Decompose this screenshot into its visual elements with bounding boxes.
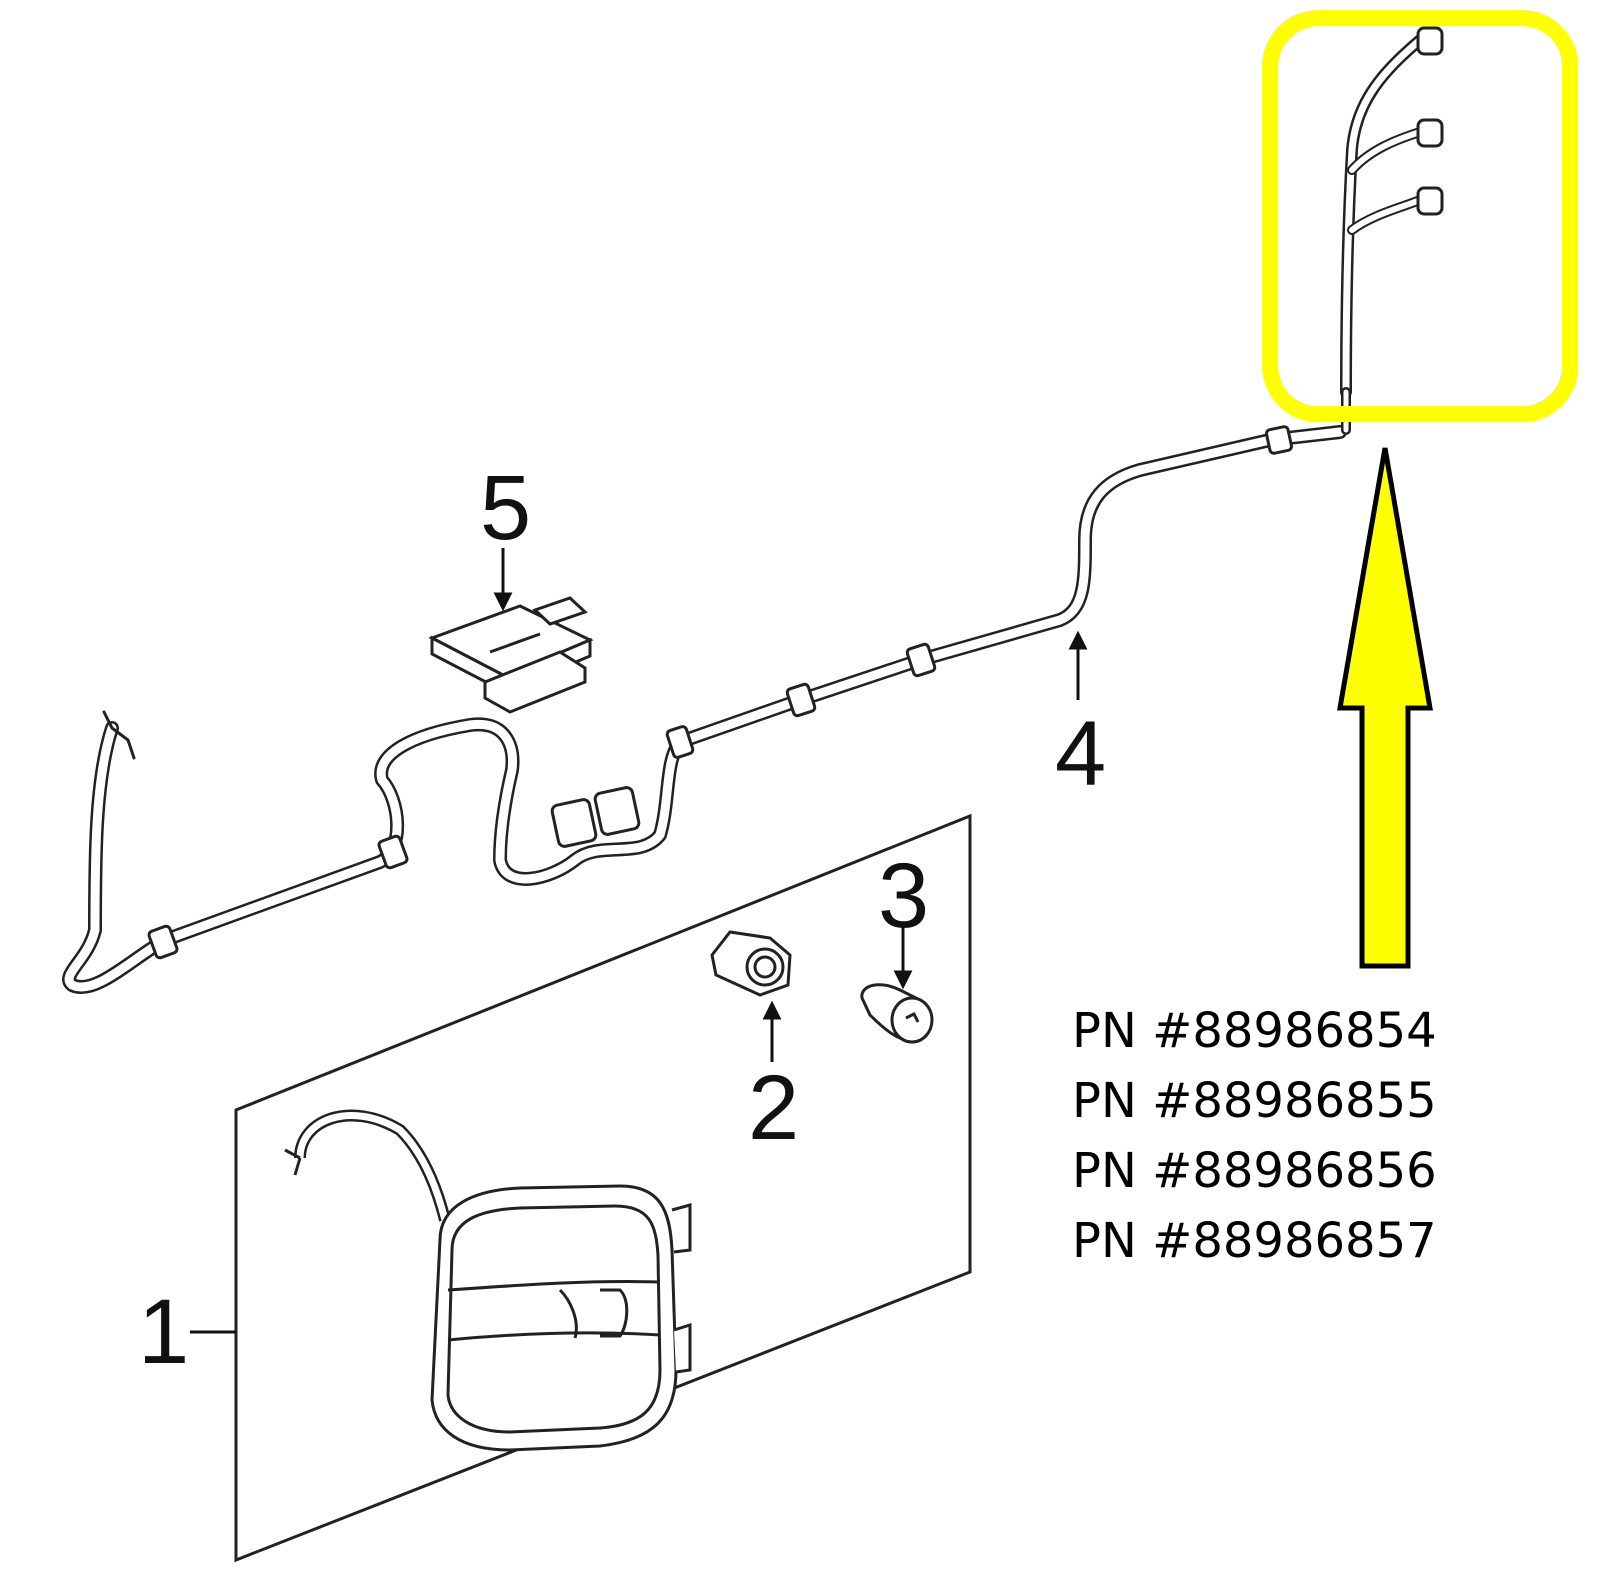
wiring-harness (62, 425, 1347, 994)
part-number: PN #88986856 (1072, 1143, 1437, 1199)
part-number: PN #88986857 (1072, 1213, 1437, 1269)
highlight-arrow (1337, 447, 1433, 969)
callout-2: 2 (748, 1057, 800, 1159)
leader-lines (190, 548, 1088, 1334)
part-number: PN #88986855 (1072, 1073, 1437, 1129)
part-1-tail-lamp (284, 1109, 692, 1452)
callout-1: 1 (138, 1281, 190, 1383)
part-number: PN #88986854 (1072, 1003, 1437, 1059)
highlighted-harness-branch (1340, 26, 1444, 435)
part-number-list: PN #88986854 PN #88986855 PN #88986856 P… (1072, 996, 1437, 1276)
part-3-bulb (860, 983, 934, 1044)
highlight-box (1262, 10, 1578, 422)
callout-5: 5 (480, 457, 532, 559)
callout-4: 4 (1055, 703, 1107, 805)
callout-3: 3 (878, 845, 930, 947)
part-2-socket (710, 930, 792, 997)
part-5-module (428, 596, 594, 714)
